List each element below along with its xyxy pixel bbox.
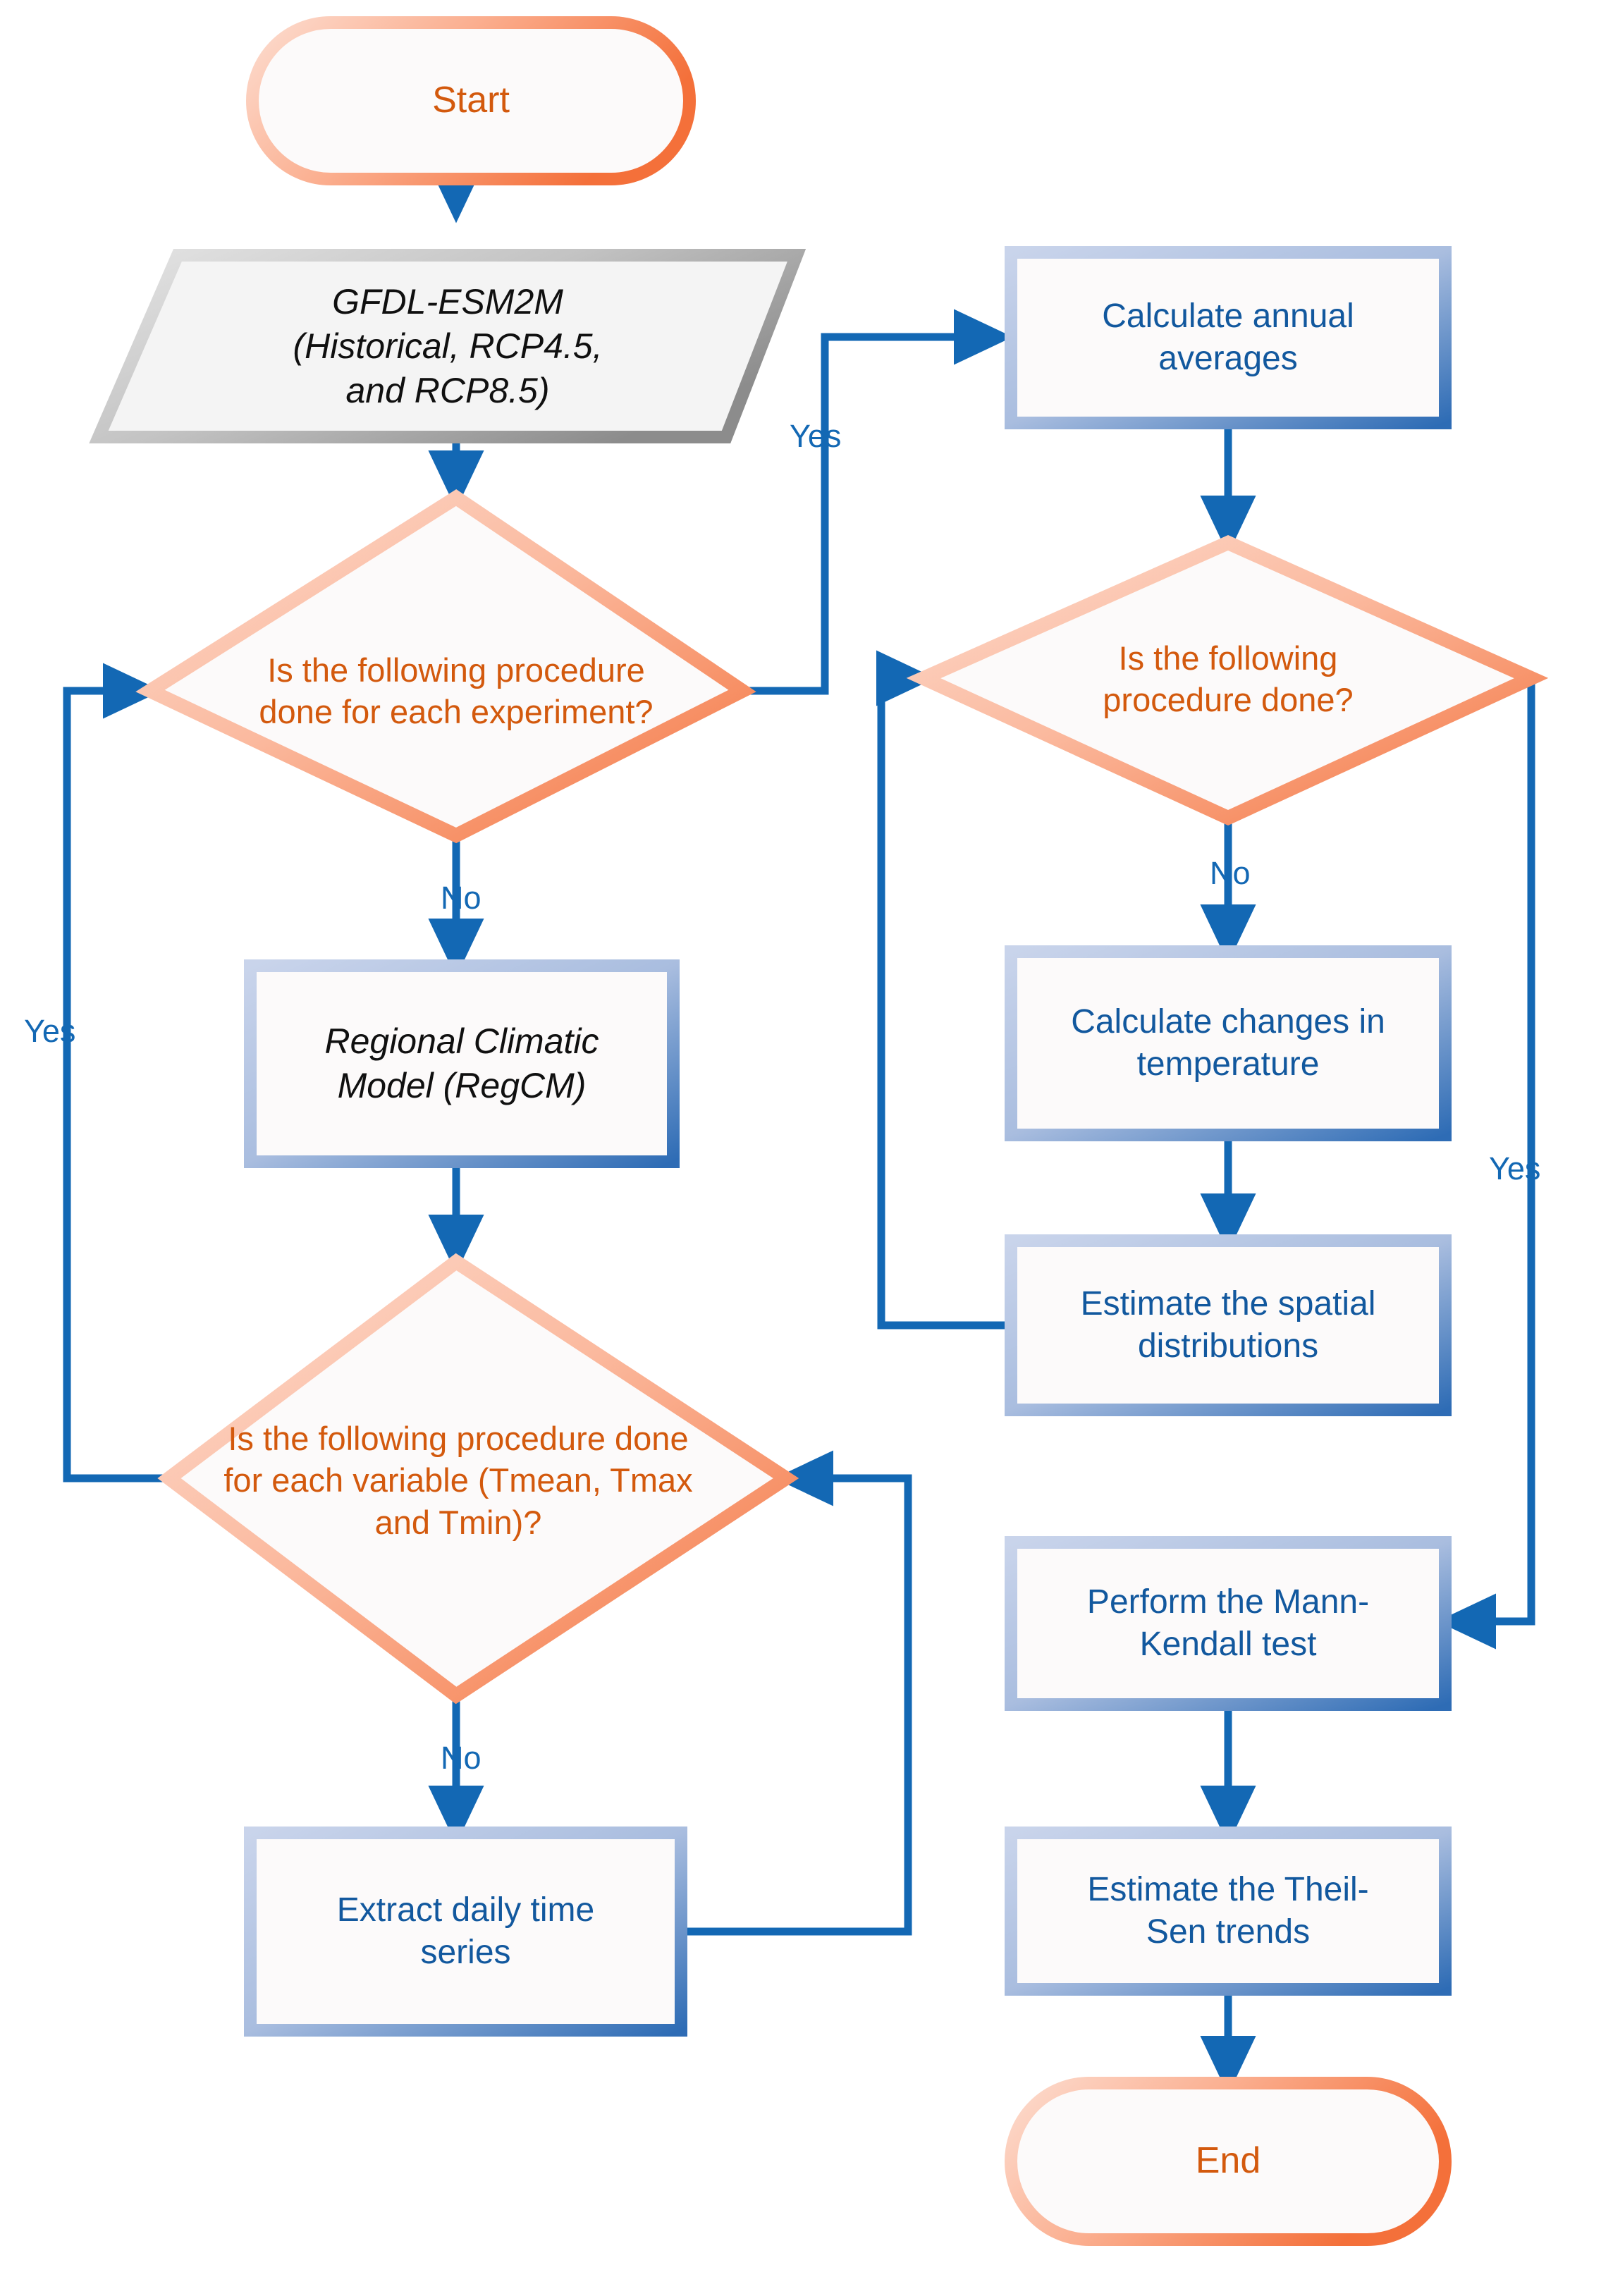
edge-label-var-yes: Yes [24, 1013, 76, 1049]
node-shape-changes[interactable] [1005, 945, 1452, 1141]
node-shape-start[interactable] [246, 16, 696, 185]
edge-spatial-to-dec-proc [876, 650, 1011, 1330]
node-shape-spatial[interactable] [1005, 1234, 1452, 1416]
edge-dec-exp-yes-to-annual [742, 309, 1013, 695]
node-shape-dec-var[interactable] [157, 1253, 799, 1705]
node-shape-theilsen[interactable] [1005, 1827, 1452, 1996]
node-shape-end[interactable] [1005, 2077, 1452, 2246]
edge-label-exp-yes: Yes [790, 418, 842, 454]
node-shape-annual[interactable] [1005, 246, 1452, 429]
node-shape-dec-proc[interactable] [906, 535, 1549, 826]
node-shape-extract[interactable] [244, 1827, 687, 2037]
edge-dec-proc-yes-to-mannkendall [1437, 678, 1535, 1650]
node-shapes [89, 16, 1549, 2246]
edge-label-proc-yes: Yes [1489, 1150, 1541, 1186]
node-shape-regcm[interactable] [244, 959, 680, 1168]
edge-label-exp-no: No [441, 880, 482, 916]
node-shape-dec-exp[interactable] [135, 489, 756, 844]
edge-dec-var-yes-to-dec-exp [63, 663, 169, 1482]
connector-group [63, 164, 1535, 2095]
node-shape-mannkendall[interactable] [1005, 1536, 1452, 1711]
edge-extract-to-dec-var [681, 1450, 912, 1936]
node-shape-gcm[interactable] [89, 249, 806, 443]
edge-label-proc-no: No [1210, 855, 1251, 891]
edge-label-var-no: No [441, 1740, 482, 1776]
